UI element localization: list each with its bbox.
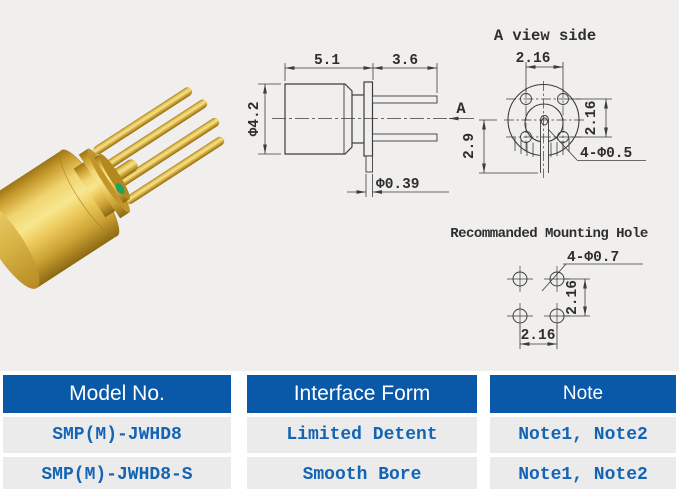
table-header-row: Model No. Interface Form Note [3,375,679,413]
mounting-holes-note: 4-Φ0.7 [567,250,619,266]
dim-pitch-vertical: 2.16 [565,280,581,315]
mounting-title: Recommanded Mounting Hole [450,226,648,242]
pin-top [372,95,438,104]
a-view-dimensions [479,62,646,174]
dim-body-diameter: Φ4.2 [247,102,263,137]
a-view-drawing [504,81,584,178]
side-view-dimensions [258,63,474,197]
a-view-title: A view side [494,27,596,45]
table-row: SMP(M)-JWHD8-S Smooth Bore Note1, Note2 [3,457,679,489]
model-no-value: SMP(M)-JWHD8 [3,417,231,453]
dim-pin-length: 3.6 [392,53,418,69]
connector-photo [0,87,225,289]
green-dielectric-detail [115,183,125,195]
interface-form-value: Smooth Bore [247,457,477,489]
pin-down [365,155,373,173]
dim-pin-diameter: Φ0.39 [376,177,420,193]
dim-pitch-horizontal: 2.16 [521,328,556,344]
interface-form-value: Limited Detent [247,417,477,453]
note-value: Note1, Note2 [490,417,676,453]
center-contact-slot [540,115,549,173]
dim-hole-pitch-right: 2.16 [584,101,600,136]
dim-body-length: 5.1 [314,53,340,69]
centerlines [504,81,584,178]
a-view-holes-note: 4-Φ0.5 [580,146,632,162]
dim-hole-pitch-top: 2.16 [516,51,551,67]
table-row: SMP(M)-JWHD8 Limited Detent Note1, Note2 [3,417,679,453]
dim-center-pin: 2.9 [462,133,478,159]
section-arrow-label: A [456,100,466,118]
header-model-no: Model No. [3,375,231,413]
technical-drawing-canvas: 5.1 3.6 Φ4.2 Φ0.39 A A view side [0,27,648,349]
connector-pins [93,87,225,205]
mounting-hole-drawing [507,266,570,329]
side-view-drawing [272,81,458,173]
note-value: Note1, Note2 [490,457,676,489]
header-interface-form: Interface Form [247,375,477,413]
header-note: Note [490,375,676,413]
model-table: Model No. Interface Form Note SMP(M)-JWH… [0,371,679,489]
pin-bottom [372,133,438,142]
hole-crosshairs [507,266,570,329]
model-no-value: SMP(M)-JWHD8-S [3,457,231,489]
mounting-dimensions [519,263,643,349]
